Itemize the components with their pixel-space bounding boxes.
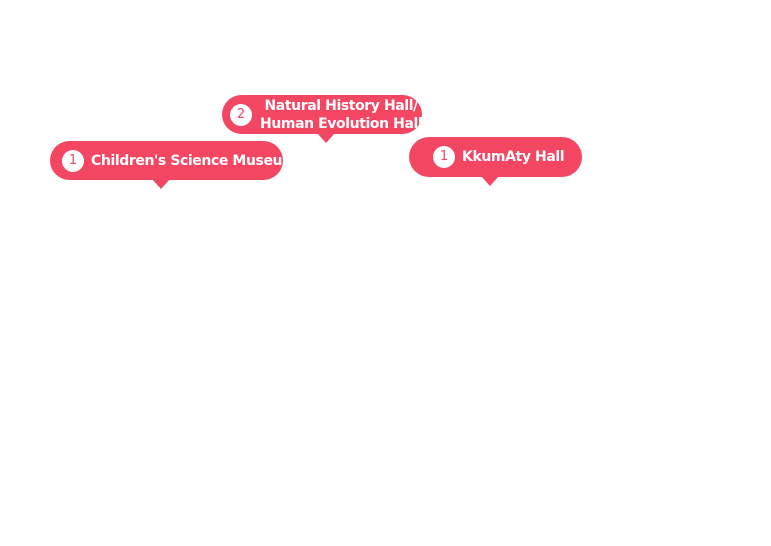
pin-number-badge: 1: [62, 149, 84, 172]
pin-number-badge: 2: [230, 103, 252, 126]
map-pin-natural-history-hall[interactable]: 2 Natural History Hall/ Human Evolution …: [222, 95, 423, 143]
map-pin-childrens-science-museum[interactable]: 1 Children's Science Museum: [50, 141, 297, 189]
map-pin-kkumaty-hall[interactable]: 1 KkumAty Hall: [409, 137, 582, 186]
pin-label-line-2: Human Evolution Hall: [260, 115, 423, 132]
pin-label-line-1: Natural History Hall/: [264, 97, 418, 114]
pin-number-badge: 1: [433, 146, 455, 168]
pin-label: Children's Science Museum: [91, 152, 297, 169]
pin-label: KkumAty Hall: [462, 149, 565, 165]
pin-label: Natural History Hall/ Human Evolution Ha…: [260, 97, 423, 133]
